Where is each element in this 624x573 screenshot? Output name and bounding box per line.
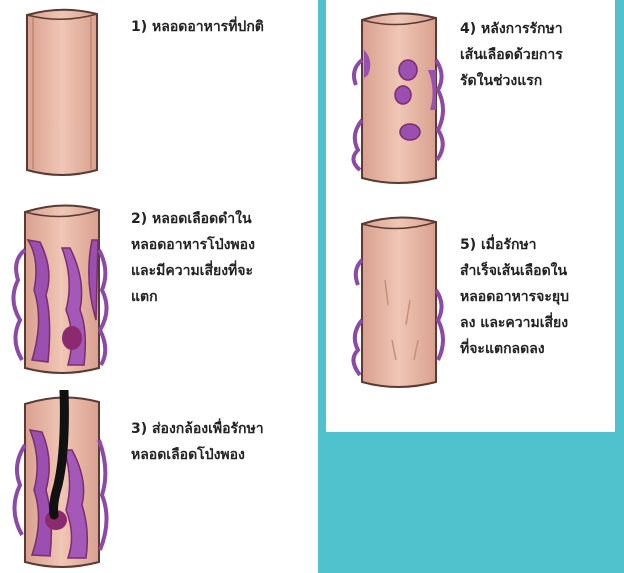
- step-3: 3) ส่องกล้องเพื่อรักษา หลอดเลือดโป่งพอง: [0, 390, 318, 573]
- step-5: 5) เมื่อรักษา สำเร็จเส้นเลือดใน หลอดอาหา…: [340, 210, 615, 410]
- healed-esophagus-illustration: [340, 210, 460, 395]
- esophageal-varices-illustration: [0, 200, 120, 380]
- normal-esophagus-illustration: [0, 0, 120, 190]
- vessel-left: [353, 60, 362, 170]
- step-1: 1) หลอดอาหารที่ปกติ: [0, 0, 318, 190]
- step-4: 4) หลังการรักษา เส้นเลือดด้วยการ รัดในช่…: [340, 0, 615, 200]
- vessel-right: [99, 250, 107, 365]
- endoscopic-banding-illustration: [0, 390, 120, 573]
- step-4-caption: 4) หลังการรักษา เส้นเลือดด้วยการ รัดในช่…: [460, 16, 610, 94]
- banded-varix-3: [400, 124, 420, 140]
- step-1-caption: 1) หลอดอาหารที่ปกติ: [131, 14, 311, 40]
- step-5-caption: 5) เมื่อรักษา สำเร็จเส้นเลือดใน หลอดอาหา…: [460, 232, 610, 362]
- vessel-left: [13, 250, 25, 360]
- banded-varices-illustration: [340, 0, 460, 190]
- varix-bleed-spot: [62, 326, 82, 350]
- vessel-right: [436, 60, 443, 160]
- vessel-right: [99, 440, 107, 550]
- step-3-caption: 3) ส่องกล้องเพื่อรักษา หลอดเลือดโป่งพอง: [131, 416, 311, 468]
- banded-varix-1: [399, 60, 417, 80]
- step-2-caption: 2) หลอดเลือดดำใน หลอดอาหารโป่งพอง และมีค…: [131, 206, 311, 310]
- banded-varix-2: [395, 86, 411, 104]
- step-2: 2) หลอดเลือดดำใน หลอดอาหารโป่งพอง และมีค…: [0, 200, 318, 380]
- vessel-right: [436, 290, 443, 360]
- vessel-left: [353, 260, 362, 375]
- vessel-left: [14, 445, 25, 535]
